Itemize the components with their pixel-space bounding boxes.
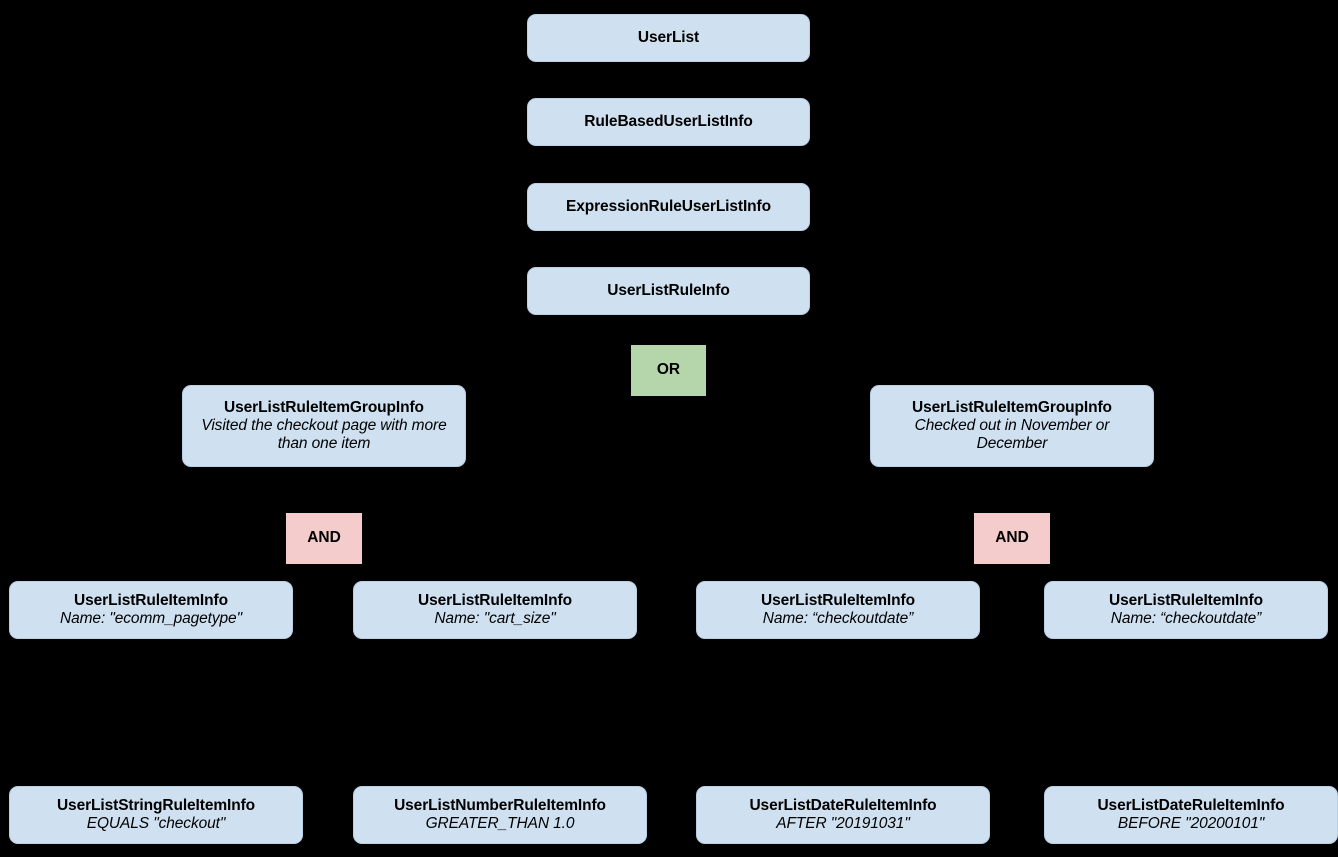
edge-rule-item-checkoutdate-before-to-date-rule-item-info-before [1185,639,1197,789]
node-title: RuleBasedUserListInfo [584,112,753,130]
node-title: UserListRuleItemGroupInfo [912,398,1112,416]
edge-rule-item-ecomm-pagetype-to-string-rule-item-info [150,639,162,789]
node-title: UserListRuleItemInfo [761,591,915,609]
node-expression-rule-user-list-info[interactable]: ExpressionRuleUserListInfo [527,183,810,231]
edge-group-left-to-and-operator-left [318,467,330,516]
node-title: UserListNumberRuleItemInfo [394,796,606,814]
node-subtitle: Name: "ecomm_pagetype" [60,610,242,627]
node-subtitle: GREATER_THAN 1.0 [425,815,575,832]
node-title: UserListDateRuleItemInfo [749,796,937,814]
node-title: UserListRuleInfo [607,281,730,299]
node-subtitle: Name: “checkoutdate” [762,610,914,627]
node-title: UserListRuleItemInfo [418,591,572,609]
node-subtitle: Checked out in November or December [914,416,1110,453]
node-rule-based-user-list-info[interactable]: RuleBasedUserListInfo [527,98,810,146]
edge-user-list-rule-info-to-or-operator [662,315,675,348]
node-user-list[interactable]: UserList [527,14,810,62]
operator-label: OR [656,361,681,379]
edge-rule-based-user-list-info-to-expression-rule-user-list-info [662,146,675,186]
node-title: UserListDateRuleItemInfo [1097,796,1285,814]
node-or-operator[interactable]: OR [631,345,706,396]
node-title: UserList [637,28,700,46]
operator-label: AND [307,529,341,547]
node-user-list-rule-info[interactable]: UserListRuleInfo [527,267,810,315]
node-and-operator-right[interactable]: AND [974,513,1050,564]
operator-label: AND [995,529,1029,547]
edge-group-right-to-and-operator-right [1006,467,1018,516]
node-title: UserListRuleItemInfo [1109,591,1263,609]
edge-rule-item-cart-size-to-number-rule-item-info [494,639,506,789]
node-title: ExpressionRuleUserListInfo [566,197,771,215]
node-title: UserListRuleItemGroupInfo [224,398,424,416]
node-subtitle: Name: “checkoutdate” [1110,610,1262,627]
edge-expression-rule-user-list-info-to-user-list-rule-info [662,231,675,270]
node-subtitle: Visited the checkout page with more than… [201,416,447,453]
node-subtitle: BEFORE "20200101" [1117,815,1265,832]
node-subtitle: Name: "cart_size" [434,610,556,627]
node-subtitle: AFTER "20191031" [776,815,910,832]
node-title: UserListRuleItemInfo [74,591,228,609]
node-and-operator-left[interactable]: AND [286,513,362,564]
node-subtitle: EQUALS "checkout" [86,815,226,832]
node-title: UserListStringRuleItemInfo [56,796,256,814]
edge-user-list-to-rule-based-user-list-info [662,62,675,101]
edge-rule-item-checkoutdate-after-to-date-rule-item-info-after [837,639,849,789]
